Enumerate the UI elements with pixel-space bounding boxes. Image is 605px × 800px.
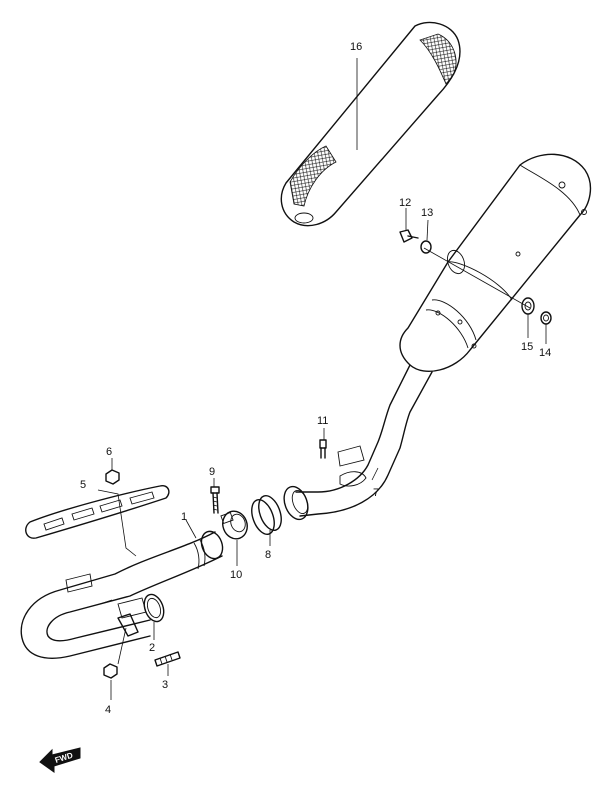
callout-16: 16	[350, 41, 362, 53]
forward-arrow-icon	[39, 747, 81, 773]
bolt-12	[399, 229, 419, 243]
callout-9: 9	[209, 466, 215, 478]
callout-1: 1	[181, 511, 187, 523]
bolt-11	[319, 439, 327, 459]
nut-6	[105, 469, 120, 485]
callout-8: 8	[265, 549, 271, 561]
stud-bolt	[154, 651, 181, 667]
collar-14	[540, 311, 552, 325]
callout-5: 5	[80, 479, 86, 491]
callout-3: 3	[162, 679, 168, 691]
pipe-clamp	[220, 510, 248, 540]
callout-14: 14	[539, 347, 551, 359]
forward-direction-marker: FWD	[39, 747, 81, 773]
leader-lines	[97, 58, 547, 700]
washer-13	[420, 240, 432, 254]
callout-12: 12	[399, 197, 411, 209]
callout-labels: 16 12 13 15 14 11 7 9 6 5 1 8 10 2 3 4	[80, 41, 551, 716]
clamp-bolt	[210, 486, 220, 514]
callout-11: 11	[317, 415, 328, 427]
silencer	[283, 153, 592, 521]
callout-13: 13	[421, 207, 433, 219]
callout-6: 6	[106, 446, 112, 458]
callout-10: 10	[230, 569, 242, 581]
rubber-washer-15	[521, 297, 535, 315]
pipe-protector	[25, 484, 170, 539]
nut-4	[103, 663, 118, 679]
callout-4: 4	[105, 704, 111, 716]
muffler-heat-shield	[280, 21, 461, 227]
gasket-ring	[251, 495, 282, 535]
callout-7: 7	[373, 487, 379, 499]
callout-15: 15	[521, 341, 533, 353]
callout-2: 2	[149, 642, 155, 654]
exhaust-gasket	[143, 593, 165, 623]
